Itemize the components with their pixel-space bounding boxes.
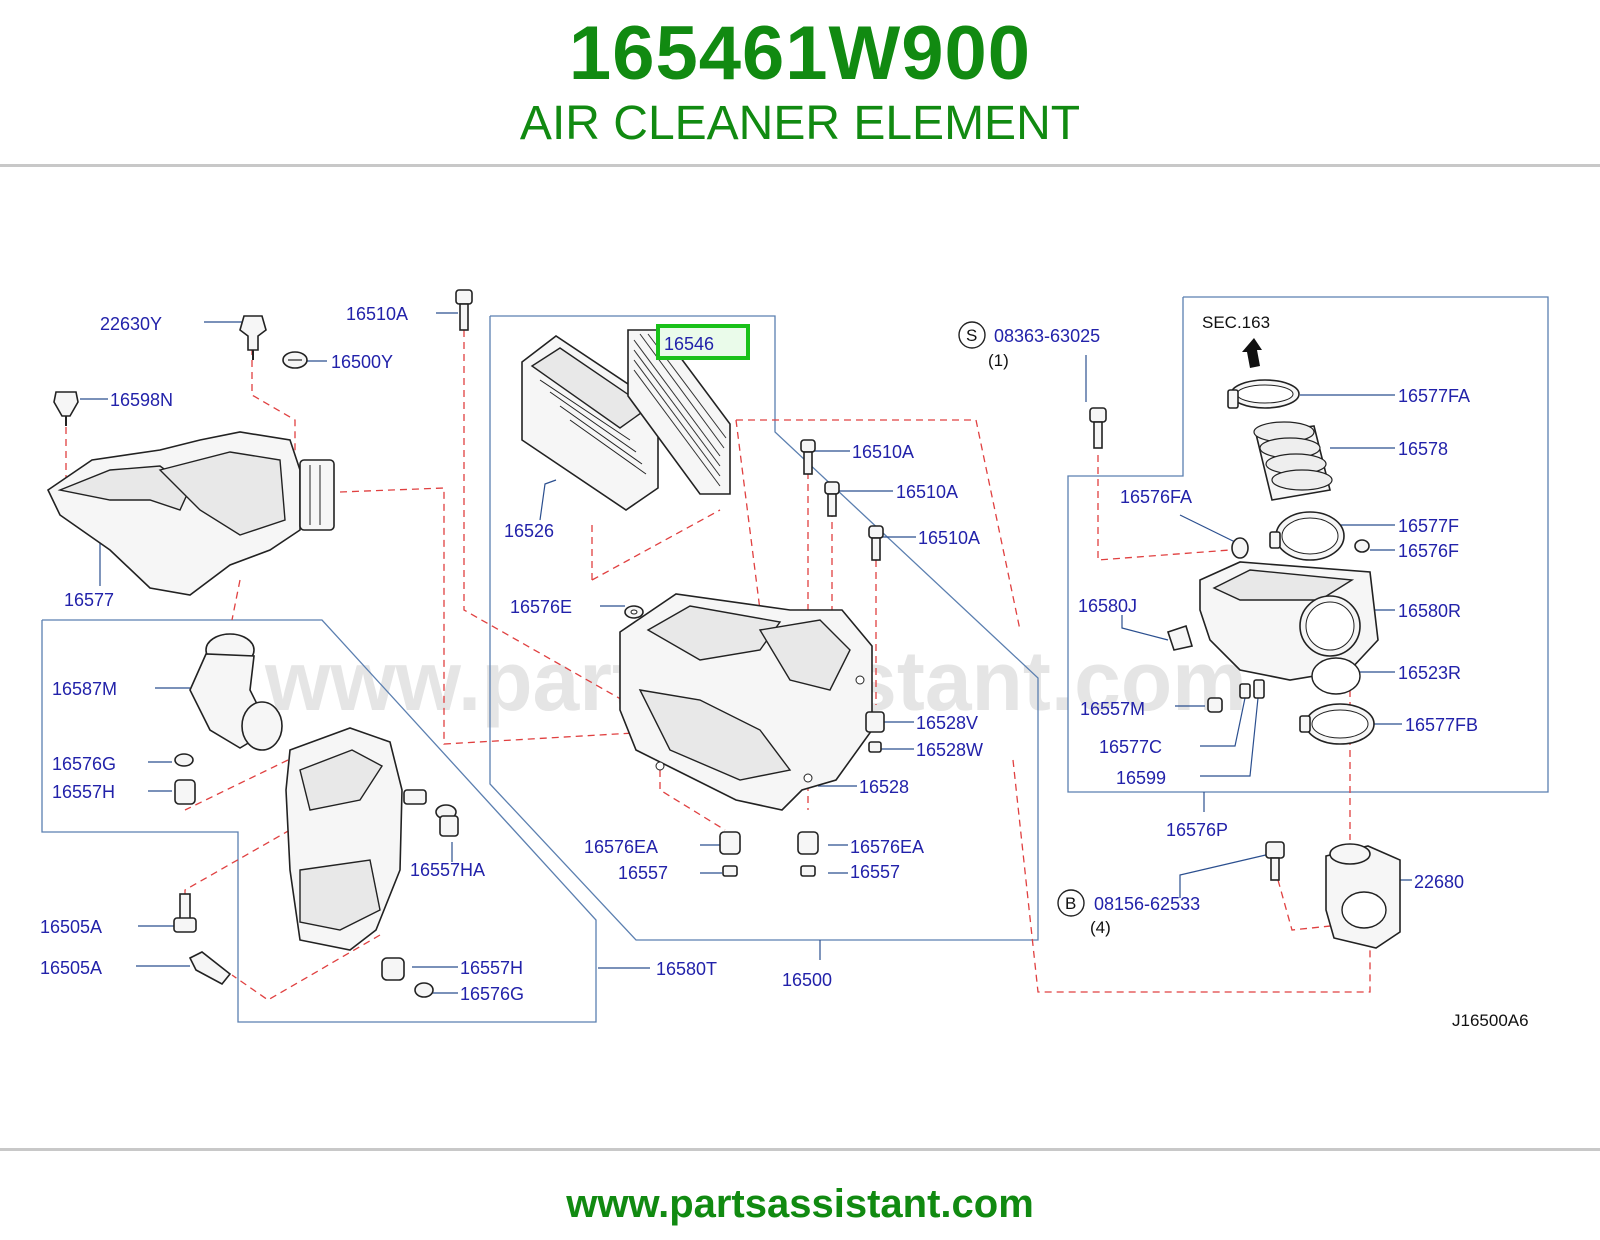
ring-16523R [1311, 657, 1361, 695]
filter-cover-16526 [521, 335, 659, 511]
label-16576EA-right: 16576EA [850, 837, 924, 857]
label-16577FA: 16577FA [1398, 386, 1470, 406]
label-16576FA: 16576FA [1120, 487, 1192, 507]
bottom-divider [0, 1148, 1600, 1151]
bracket-16580J [1166, 624, 1194, 651]
label-08156-62533: 08156-62533 [1094, 894, 1200, 914]
clamp-16577FA [1227, 379, 1300, 409]
marker-b-circle [1057, 889, 1085, 917]
label-22630Y: 22630Y [100, 314, 162, 334]
air-filter-16546 [627, 329, 731, 495]
bolt-16510A-top [455, 289, 473, 331]
label-08363-63025: 08363-63025 [994, 326, 1100, 346]
label-16576P: 16576P [1166, 820, 1228, 840]
label-16576EA-left: 16576EA [584, 837, 658, 857]
part-number-title: 165461W900 [568, 11, 1032, 96]
grommets-left [174, 753, 196, 805]
label-16557-left: 16557 [618, 863, 668, 883]
label-16576G-left: 16576G [52, 754, 116, 774]
box-16576P [1067, 296, 1549, 793]
label-16580R: 16580R [1398, 601, 1461, 621]
label-16587M: 16587M [52, 679, 117, 699]
label-16577: 16577 [64, 590, 114, 610]
label-16526: 16526 [504, 521, 554, 541]
label-22680: 22680 [1414, 872, 1464, 892]
airflow-sensor-22680 [1325, 843, 1401, 949]
part-name-subtitle: AIR CLEANER ELEMENT [519, 97, 1081, 150]
duct-16580R [1199, 561, 1379, 681]
label-16528W: 16528W [916, 740, 983, 760]
bolts-16510A [800, 439, 884, 561]
footer-url[interactable]: www.partsassistant.com [566, 1182, 1034, 1226]
label-16577FB: 16577FB [1405, 715, 1478, 735]
clamp-16577F [1269, 511, 1345, 561]
label-16546: 16546 [664, 334, 714, 354]
label-16580T: 16580T [656, 959, 717, 979]
label-16500: 16500 [782, 970, 832, 990]
grommets-right [381, 957, 434, 998]
small-parts-right [1207, 679, 1265, 713]
label-08156-qty: (4) [1090, 918, 1111, 937]
washer-16576E [624, 605, 644, 619]
label-16577C: 16577C [1099, 737, 1162, 757]
air-cleaner-body-16528 [619, 593, 873, 811]
label-16510A-1: 16510A [852, 442, 914, 462]
label-16576F: 16576F [1398, 541, 1459, 561]
callout-labels: 22630Y 16510A 16500Y 16598N 16577 16546 … [40, 304, 1529, 1030]
top-divider [0, 164, 1600, 167]
label-16576G-right: 16576G [460, 984, 524, 1004]
label-16528: 16528 [859, 777, 909, 797]
label-16580J: 16580J [1078, 596, 1137, 616]
elbow-16587M [189, 633, 283, 751]
label-16505A-1: 16505A [40, 917, 102, 937]
grommets-16576EA-16557 [719, 831, 819, 877]
label-16557M: 16557M [1080, 699, 1145, 719]
boot-16578 [1253, 421, 1333, 501]
label-16577F: 16577F [1398, 516, 1459, 536]
highlight-box-16546 [656, 324, 750, 360]
label-16510A-top: 16510A [346, 304, 408, 324]
parts-diagram: www.partsassistant.com [40, 289, 1549, 1030]
label-16510A-3: 16510A [918, 528, 980, 548]
label-sec163: SEC.163 [1202, 313, 1270, 332]
label-16500Y: 16500Y [331, 352, 393, 372]
label-16578: 16578 [1398, 439, 1448, 459]
grommets-16576FA-16576F [1231, 537, 1370, 559]
bolt-08363 [1089, 407, 1107, 449]
label-16576E: 16576E [510, 597, 572, 617]
sensor-22630Y [239, 315, 267, 360]
diagram-code: J16500A6 [1452, 1011, 1529, 1030]
label-16557-right: 16557 [850, 862, 900, 882]
label-b-marker: B [1065, 894, 1076, 913]
bolt-08156 [1265, 841, 1285, 881]
sec163-arrow [1242, 338, 1262, 368]
bolts-16505A [173, 893, 232, 986]
box-16500 [489, 315, 1039, 941]
label-16505A-2: 16505A [40, 958, 102, 978]
label-08363-qty: (1) [988, 351, 1009, 370]
label-16557HA: 16557HA [410, 860, 485, 880]
resonator-16580T [285, 727, 427, 951]
header: 165461W900 AIR CLEANER ELEMENT [0, 0, 1600, 168]
label-16599: 16599 [1116, 768, 1166, 788]
inlet-duct-16577 [46, 431, 335, 596]
label-16510A-2: 16510A [896, 482, 958, 502]
clip-16500Y [282, 351, 308, 369]
plug-16557HA [435, 804, 459, 837]
label-16557H-left: 16557H [52, 782, 115, 802]
label-16523R: 16523R [1398, 663, 1461, 683]
label-16598N: 16598N [110, 390, 173, 410]
mounts-16528V-16528W [865, 711, 885, 753]
marker-s-circle [958, 321, 986, 349]
label-16557H-right: 16557H [460, 958, 523, 978]
label-s-marker: S [966, 326, 977, 345]
clamp-16577FB [1299, 703, 1375, 745]
box-16580T [41, 619, 597, 1023]
clip-16598N [53, 391, 79, 426]
label-16528V: 16528V [916, 713, 978, 733]
